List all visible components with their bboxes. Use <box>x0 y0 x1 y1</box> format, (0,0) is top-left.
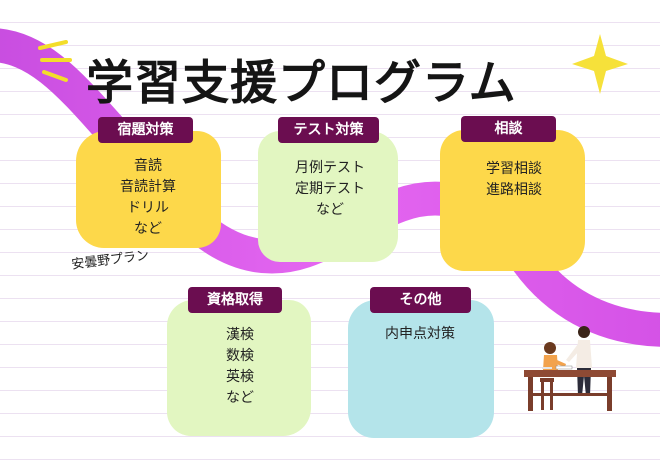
list-item: など <box>134 221 162 237</box>
card-other <box>348 300 494 438</box>
card-other-items: 内申点対策 <box>368 324 472 345</box>
list-item: 内申点対策 <box>385 326 455 342</box>
card-test-items: 月例テスト 定期テスト など <box>278 158 382 221</box>
list-item: 英検 <box>226 369 254 385</box>
list-item: 学習相談 <box>486 161 542 177</box>
list-item: 音読 <box>134 158 162 174</box>
list-item: 月例テスト <box>295 160 365 176</box>
card-certification-items: 漢検 数検 英検 など <box>188 325 292 409</box>
list-item: 進路相談 <box>486 182 542 198</box>
page-title: 学習支援プログラム <box>86 56 517 111</box>
card-certification <box>167 300 311 436</box>
card-consultation <box>440 130 585 271</box>
list-item: 定期テスト <box>295 181 365 197</box>
card-test <box>258 131 398 262</box>
card-homework-label: 宿題対策 <box>98 117 193 143</box>
tutor-and-student-at-desk-icon <box>524 326 616 411</box>
list-item: など <box>226 390 254 406</box>
sparkle-lines-icon <box>38 40 72 82</box>
card-homework <box>76 131 221 248</box>
list-item: など <box>316 202 344 218</box>
card-certification-label: 資格取得 <box>188 287 282 313</box>
sparkle-star-icon <box>572 34 628 94</box>
card-consultation-items: 学習相談 進路相談 <box>462 159 566 201</box>
card-homework-items: 音読 音読計算 ドリル など <box>96 156 200 240</box>
list-item: ドリル <box>127 200 169 216</box>
list-item: 音読計算 <box>120 179 176 195</box>
card-test-label: テスト対策 <box>278 117 379 143</box>
card-other-label: その他 <box>370 287 471 313</box>
list-item: 漢検 <box>226 327 254 343</box>
card-consultation-label: 相談 <box>461 116 556 142</box>
list-item: 数検 <box>226 348 254 364</box>
